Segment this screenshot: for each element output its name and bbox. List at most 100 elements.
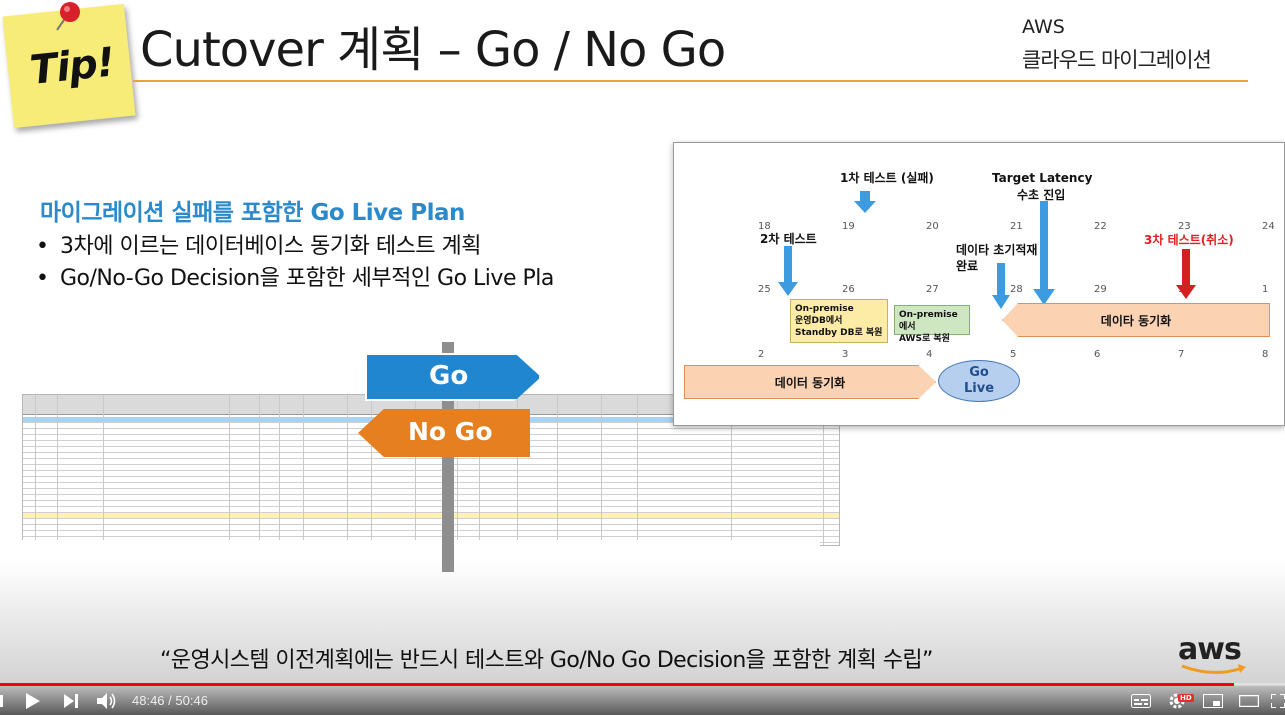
spreadsheet-column-line [637,395,638,545]
spreadsheet-column-line [279,395,280,545]
play-icon [26,693,40,709]
spreadsheet-column-line [347,395,348,545]
previous-button[interactable] [0,690,8,712]
next-icon [64,694,78,708]
go-live-line1: Go [969,365,989,380]
miniplayer-button[interactable] [1202,690,1224,712]
time-separator: / [168,693,172,708]
spreadsheet-row [23,459,839,465]
spreadsheet-row [23,489,839,495]
calendar-date: 8 [1262,349,1269,360]
calendar-date: 21 [1010,221,1023,232]
volume-button[interactable] [96,690,118,712]
player-control-bar [0,685,1285,715]
spreadsheet-row [23,453,839,459]
subtitles-button[interactable] [1130,690,1152,712]
bullet-text: 3차에 이르는 데이터베이스 동기화 테스트 계획 [60,234,482,259]
torn-paper-edge [20,540,820,560]
miniplayer-icon [1203,694,1223,708]
down-arrow-icon [992,263,1010,309]
aws-box-line2: AWS로 복원 [899,334,950,344]
calendar-date: 20 [926,221,939,232]
label-latency-2: 수초 진입 [1017,188,1066,202]
fullscreen-icon [1270,694,1285,708]
spreadsheet-column-line [103,395,104,545]
previous-icon [0,695,3,707]
time-display: 48:46 / 50:46 [132,693,208,708]
subtitles-icon [1131,694,1151,708]
theater-icon [1239,695,1259,707]
spreadsheet-row [23,465,839,471]
spreadsheet-column-line [259,395,260,545]
onprem-box-line1: On-premise [795,304,854,314]
calendar-date: 3 [842,349,849,360]
fullscreen-button[interactable] [1270,690,1285,712]
spreadsheet-row [23,477,839,483]
spreadsheet-column-line [517,395,518,545]
pushpin-icon [56,2,80,31]
spreadsheet-row [23,501,839,507]
no-go-sign: No Go [358,409,530,457]
duration: 50:46 [175,693,208,708]
label-test-3: 3차 테스트(취소) [1144,233,1234,247]
spreadsheet-column-line [479,395,480,545]
brand-line-2: 클라우드 마이그레이션 [1022,48,1212,72]
onprem-box-line2: 운영DB에서 [795,316,843,326]
down-arrow-icon [854,191,876,213]
theater-mode-button[interactable] [1238,690,1260,712]
label-initial-load-1: 데이타 초기적재 [956,243,1038,257]
bullet-item: •Go/No-Go Decision을 포함한 세부적인 Go Live Pla [36,266,554,291]
spreadsheet-column-line [557,395,558,545]
progress-bar[interactable] [0,683,1285,686]
brand-line-1: AWS [1022,16,1065,38]
aws-smile-icon [1181,664,1246,674]
spreadsheet-column-line [415,395,416,545]
onprem-restore-box: On-premise 운영DB에서 Standby DB로 복원 [790,299,888,343]
spreadsheet-row [23,507,839,513]
calendar-date: 18 [758,221,771,232]
play-button[interactable] [22,690,44,712]
spreadsheet-column-line [35,395,36,545]
progress-played [0,683,1235,686]
calendar-date: 24 [1262,221,1275,232]
calendar-date: 29 [1094,284,1107,295]
calendar-date: 22 [1094,221,1107,232]
spreadsheet-column-line [823,395,824,545]
sync-band-right: 데이타 동기화 [1002,303,1270,337]
sync-band-left-label: 데이터 동기화 [774,375,846,390]
label-latency-1: Target Latency [992,171,1093,185]
slide-subheading: 마이그레이션 실패를 포함한 Go Live Plan [40,200,465,226]
slide-quote: “운영시스템 이전계획에는 반드시 테스트와 Go/No Go Decision… [160,648,933,673]
spreadsheet-row [23,513,839,519]
spreadsheet-row [23,471,839,477]
spreadsheet-column-line [57,395,58,545]
bullet-item: •3차에 이르는 데이터베이스 동기화 테스트 계획 [36,234,482,259]
tip-label: Tip! [27,39,117,94]
calendar-date: 28 [1010,284,1023,295]
label-test-2: 2차 테스트 [760,232,817,246]
bullet-text: Go/No-Go Decision을 포함한 세부적인 Go Live Pla [60,266,554,291]
calendar-date: 27 [926,284,939,295]
down-arrow-icon [778,246,798,296]
spreadsheet-column-line [457,395,458,545]
go-live-milestone: Go Live [938,360,1020,402]
calendar-date: 1 [1262,284,1269,295]
slide-title: Cutover 계획 – Go / No Go [140,22,726,78]
spreadsheet-row [23,483,839,489]
calendar-date: 23 [1178,221,1191,232]
calendar-date: 6 [1094,349,1101,360]
spreadsheet-row [23,519,839,525]
presentation-slide: Tip! Cutover 계획 – Go / No Go AWS 클라우드 마이… [0,0,1285,685]
current-time: 48:46 [132,693,165,708]
volume-icon [97,693,116,709]
spreadsheet-column-line [371,395,372,545]
title-divider [133,80,1248,82]
aws-box-line1: On-premise에서 [899,310,958,332]
spreadsheet-column-line [229,395,230,545]
spreadsheet-row [23,495,839,501]
next-button[interactable] [60,690,82,712]
go-live-timeline-image: 1819202122232425262728293012345678 1차 테스… [673,142,1285,426]
go-sign-label: Go [429,361,469,391]
spreadsheet-column-line [303,395,304,545]
onprem-box-line3: Standby DB로 복원 [795,328,883,338]
